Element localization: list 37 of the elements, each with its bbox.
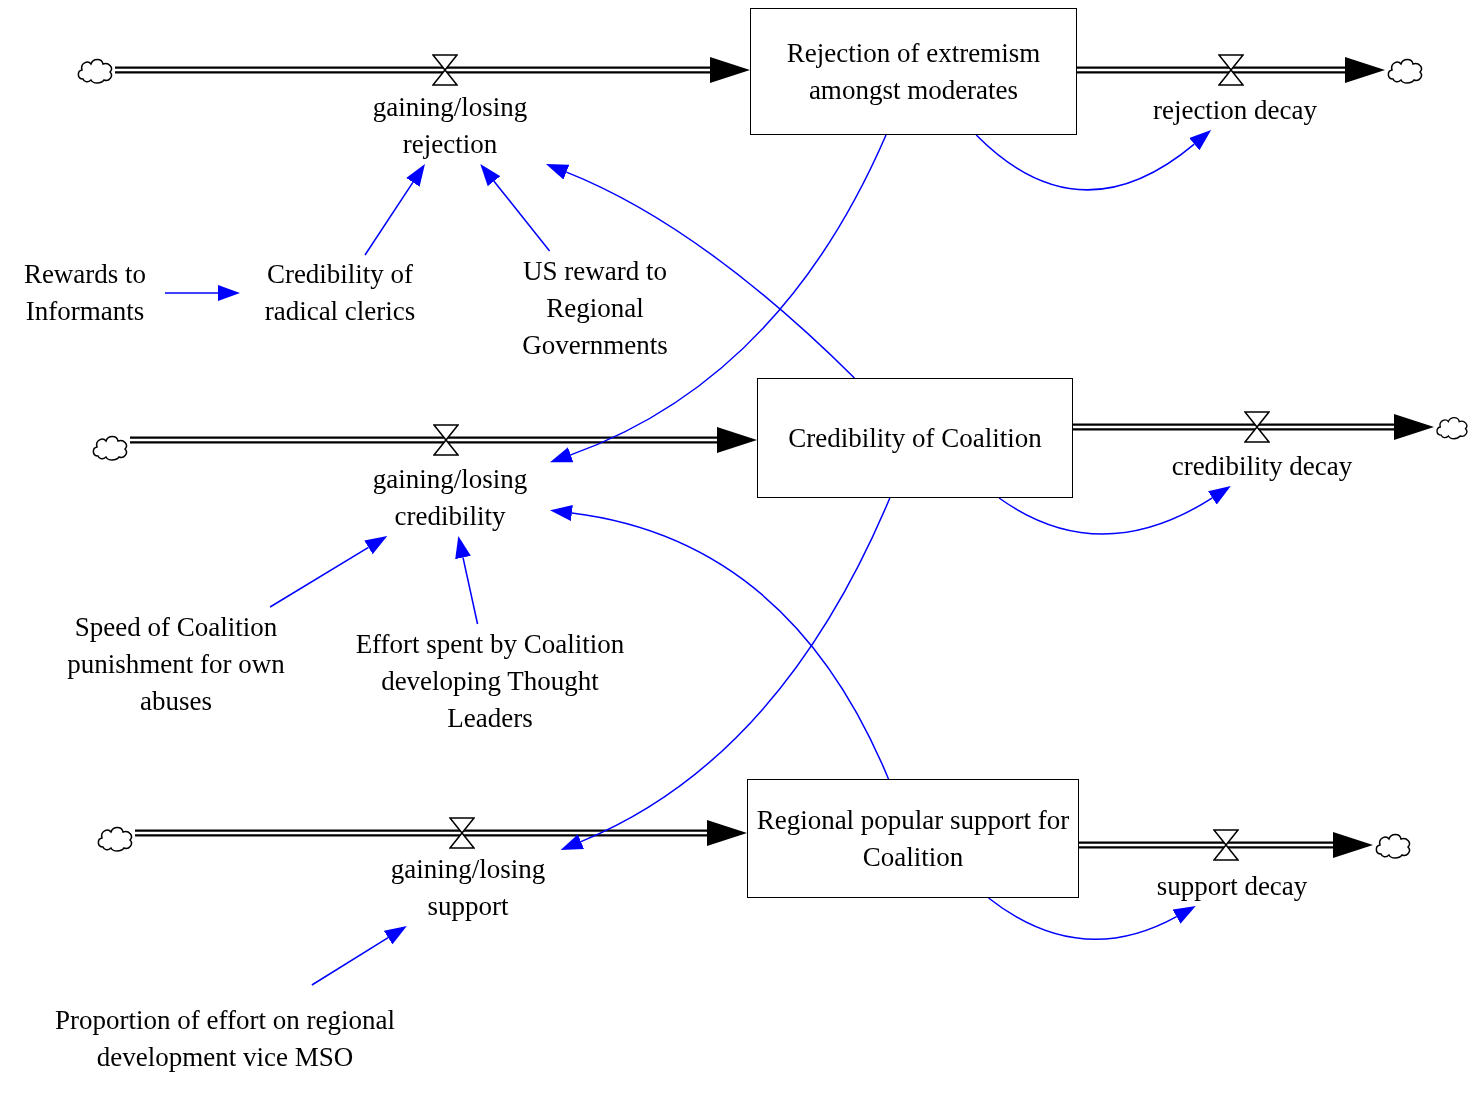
variable-label: Proportion of effort on regional development vice MSO — [40, 985, 410, 1093]
variable-label: Rewards to Informants — [5, 255, 165, 331]
link-arrow — [560, 497, 891, 851]
stock-label: Rejection of extremism amongst moderates — [785, 36, 1042, 107]
flow-pipe — [1073, 414, 1434, 440]
stock-box — [750, 8, 1077, 135]
link-arrow — [164, 285, 240, 301]
variable-label: Speed of Coalition punishment for own abuses — [45, 607, 307, 721]
link-arrow — [550, 134, 887, 463]
flow-pipe — [115, 57, 750, 83]
link-arrow — [987, 897, 1197, 941]
stock-box — [757, 378, 1073, 498]
link-arrow — [455, 536, 479, 625]
stock-label: Regional popular support for Coalition — [755, 803, 1071, 874]
link-arrow — [311, 926, 407, 986]
variable-label: Effort spent by Coalition developing Thought Leaders — [345, 624, 635, 738]
link-arrow — [364, 164, 425, 256]
flow-label: gaining/losing rejection — [345, 88, 555, 164]
link-arrow — [480, 164, 551, 252]
flow-pipe — [1079, 832, 1373, 858]
flow-pipe — [135, 820, 747, 846]
link-arrow — [998, 486, 1232, 535]
variable-label: Credibility of radical clerics — [240, 255, 440, 331]
stock-box — [747, 779, 1079, 898]
flow-label: credibility decay — [1140, 446, 1384, 486]
flow-label: support decay — [1125, 866, 1339, 906]
link-arrow — [975, 130, 1212, 191]
variable-label: US reward to Regional Governments — [490, 251, 700, 365]
link-arrow — [550, 505, 890, 780]
flow-pipe — [130, 427, 757, 453]
flow-label: gaining/losing credibility — [350, 460, 550, 536]
stock-label: Credibility of Coalition — [788, 421, 1042, 455]
flow-pipe — [1077, 57, 1385, 83]
link-arrow — [269, 536, 388, 608]
link-arrow — [546, 163, 856, 379]
flow-label: gaining/losing support — [360, 850, 576, 926]
flow-label: rejection decay — [1115, 90, 1355, 130]
